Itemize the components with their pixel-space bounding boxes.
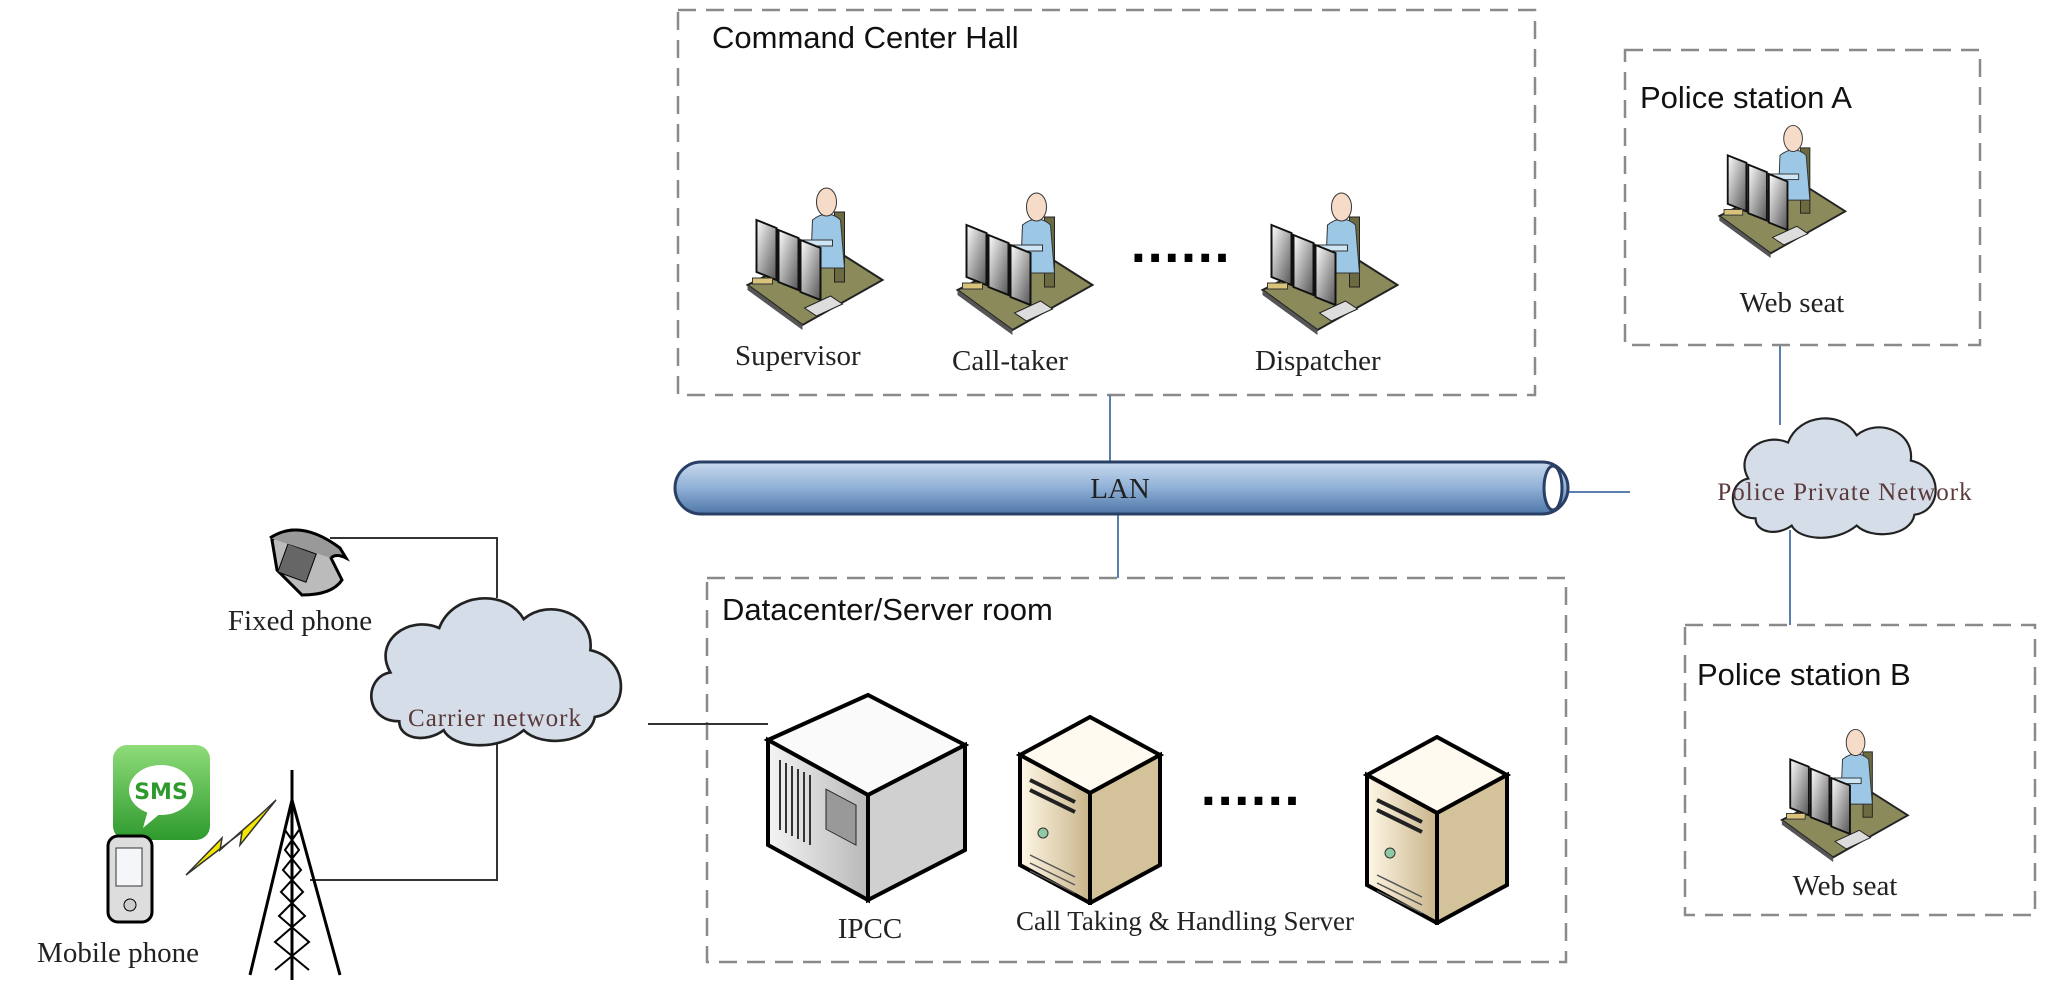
ellipsis: ...... — [1200, 765, 1300, 816]
police-station-b: Police station B Web seat — [1683, 623, 2037, 917]
datacenter-title: Datacenter/Server room — [722, 592, 1053, 627]
police-station-a: Police station A Web seat — [1623, 48, 1982, 347]
lan-tube — [673, 460, 1570, 516]
server-icon — [1365, 735, 1509, 925]
workstation-icon — [1780, 728, 1910, 862]
lightning-icon — [185, 799, 277, 876]
carrier-network: Carrier network — [369, 596, 623, 747]
fixed-phone-label: Fixed phone — [228, 605, 372, 637]
workstation-icon — [1718, 124, 1847, 258]
ipcc-label: IPCC — [838, 913, 902, 945]
mobile-phone-label: Mobile phone — [37, 937, 199, 969]
station-a-seat-label: Web seat — [1740, 287, 1845, 319]
workstation-icon — [1261, 191, 1399, 335]
connector-line — [330, 537, 498, 598]
datacenter: Datacenter/Server room IPCC ...... Call … — [705, 576, 1568, 964]
police-private-network: Police Private Network — [1717, 418, 1972, 537]
mobile-phone: SMS Mobile phone — [37, 745, 342, 980]
command-center-hall: Command Center Hall ...... Supervisor Ca… — [676, 8, 1537, 397]
station-b-title: Police station B — [1697, 657, 1911, 692]
lan-bus: LAN — [673, 460, 1570, 516]
servers-label: Call Taking & Handling Server — [1016, 906, 1354, 936]
workstation-icon — [956, 191, 1094, 335]
sms-text: SMS — [134, 780, 188, 805]
command-center-border — [676, 8, 1537, 397]
datacenter-border — [705, 576, 1568, 964]
server-icon — [1018, 715, 1162, 905]
station-b-border — [1683, 623, 2037, 917]
lan-tube-end — [1542, 464, 1564, 512]
seat-label-call-taker: Call-taker — [952, 345, 1068, 377]
command-center-title: Command Center Hall — [712, 20, 1019, 55]
police-network-label: Police Private Network — [1717, 479, 1972, 506]
fixed-phone: Fixed phone — [228, 528, 372, 637]
cell-tower-icon — [248, 770, 342, 980]
seat-label-supervisor: Supervisor — [735, 340, 861, 372]
carrier-network-label: Carrier network — [408, 705, 582, 732]
workstation-icon — [746, 186, 884, 330]
ipcc-server-icon — [763, 692, 970, 904]
station-a-border — [1623, 48, 1982, 347]
seat-label-dispatcher: Dispatcher — [1255, 345, 1381, 377]
ellipsis: ...... — [1130, 222, 1230, 273]
lan-label: LAN — [1090, 473, 1150, 505]
telephone-icon — [269, 528, 350, 597]
station-b-seat-label: Web seat — [1793, 870, 1898, 902]
station-a-title: Police station A — [1640, 80, 1852, 115]
sms-icon: SMS — [113, 745, 210, 840]
mobile-phone-icon — [106, 834, 154, 924]
